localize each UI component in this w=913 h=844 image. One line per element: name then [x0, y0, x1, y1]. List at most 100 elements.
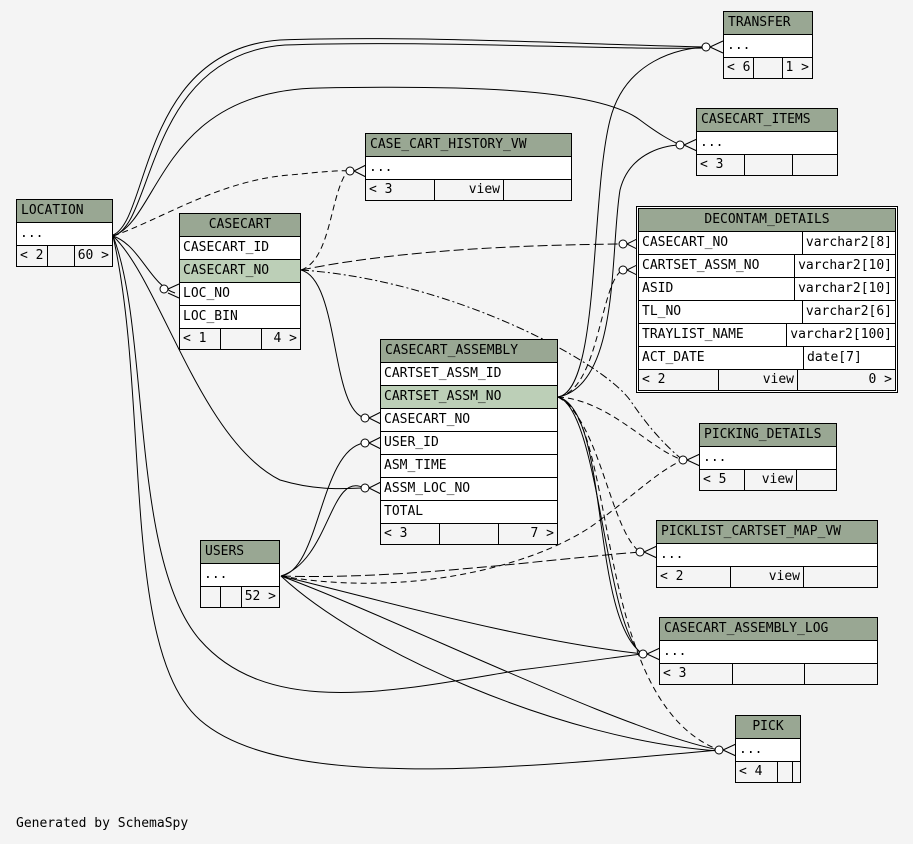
- rel-users-pick: [280, 575, 720, 751]
- parents-count[interactable]: < 3: [381, 524, 440, 544]
- table-picklist-cartset-map-vw[interactable]: PICKLIST_CARTSET_MAP_VW ... < 2 view: [656, 520, 878, 588]
- rel-assembly-log: [557, 396, 644, 655]
- table-transfer[interactable]: TRANSFER ... < 6 1 >: [723, 11, 813, 79]
- table-header[interactable]: CASECART_ITEMS: [697, 109, 837, 132]
- rel-assembly-picking: [557, 396, 684, 461]
- parents-count[interactable]: < 4: [736, 762, 778, 782]
- columns-ellipsis: ...: [724, 35, 812, 58]
- column-casecart-id: CASECART_ID: [180, 237, 300, 260]
- parents-count[interactable]: < 3: [366, 180, 435, 200]
- column-loc-bin: LOC_BIN: [180, 306, 300, 329]
- column-user-id: USER_ID: [381, 432, 557, 455]
- children-count[interactable]: 7 >: [530, 526, 554, 541]
- empty-cell: [201, 587, 222, 607]
- rel-casecart-history: [300, 170, 352, 271]
- children-count[interactable]: 60 >: [77, 248, 109, 263]
- table-header[interactable]: CASE_CART_HISTORY_VW: [366, 134, 571, 157]
- table-casecart-items[interactable]: CASECART_ITEMS ... < 3: [696, 108, 838, 176]
- column-type: varchar2[8]: [805, 235, 892, 250]
- table-footer: < 3 view: [366, 180, 571, 200]
- rel-location-history: [112, 170, 351, 237]
- table-header[interactable]: LOCATION: [17, 200, 112, 223]
- column-name: CARTSET_ASSM_NO: [639, 255, 796, 277]
- table-casecart-assembly-log[interactable]: CASECART_ASSEMBLY_LOG ... < 3: [659, 617, 878, 685]
- table-casecart[interactable]: CASECART CASECART_ID CASECART_NO LOC_NO …: [179, 213, 301, 350]
- column-loc-no: LOC_NO: [180, 283, 300, 306]
- column-type: varchar2[10]: [798, 281, 892, 296]
- columns-ellipsis: ...: [736, 739, 800, 762]
- table-footer: < 2 view: [657, 567, 877, 587]
- table-header[interactable]: PICKING_DETAILS: [700, 424, 836, 447]
- rel-location-casecart-items: [112, 86, 681, 237]
- children-count[interactable]: 1 >: [785, 60, 809, 75]
- parents-count[interactable]: < 3: [660, 664, 733, 684]
- table-header[interactable]: USERS: [201, 541, 279, 564]
- table-case-cart-history-vw[interactable]: CASE_CART_HISTORY_VW ... < 3 view: [365, 133, 572, 201]
- rel-users-assembly: [280, 485, 365, 577]
- parents-count[interactable]: < 3: [697, 155, 745, 175]
- table-header[interactable]: TRANSFER: [724, 12, 812, 35]
- table-header[interactable]: PICK: [736, 716, 800, 739]
- empty-cell: [745, 155, 793, 175]
- rel-location-transfer: [112, 38, 707, 236]
- generated-by-note: Generated by SchemaSpy: [16, 816, 189, 831]
- rel-location-transfer-2: [112, 43, 707, 237]
- empty-cell: [754, 58, 783, 78]
- empty-cell: [797, 470, 836, 490]
- column-cartset-assm-no: CARTSET_ASSM_NO: [381, 386, 557, 409]
- rel-assembly-log-2: [557, 396, 644, 656]
- children-count[interactable]: 0 >: [868, 372, 892, 387]
- columns-ellipsis: ...: [201, 564, 279, 587]
- parents-count[interactable]: < 5: [700, 470, 745, 490]
- columns-ellipsis: ...: [697, 132, 837, 155]
- rel-assembly-pick: [557, 396, 720, 751]
- table-footer: < 1 4 >: [180, 329, 300, 349]
- table-footer: < 3 7 >: [381, 524, 557, 544]
- table-picking-details[interactable]: PICKING_DETAILS ... < 5 view: [699, 423, 837, 491]
- table-pick[interactable]: PICK ... < 4: [735, 715, 801, 783]
- table-header[interactable]: CASECART: [180, 214, 300, 237]
- table-footer: < 3: [697, 155, 837, 175]
- rel-assembly-picklist: [557, 396, 641, 553]
- column-total: TOTAL: [381, 501, 557, 524]
- rel-location-pick: [112, 235, 720, 770]
- columns-ellipsis: ...: [366, 157, 571, 180]
- empty-cell: [221, 587, 242, 607]
- parents-count[interactable]: < 2: [657, 567, 731, 587]
- table-header[interactable]: PICKLIST_CARTSET_MAP_VW: [657, 521, 877, 544]
- table-footer: 52 >: [201, 587, 279, 607]
- table-users[interactable]: USERS ... 52 >: [200, 540, 280, 608]
- empty-cell: [733, 664, 805, 684]
- table-location[interactable]: LOCATION ... < 2 60 >: [16, 199, 113, 267]
- parents-count[interactable]: < 2: [639, 370, 719, 390]
- column-type: varchar2[100]: [790, 327, 892, 342]
- rel-casecart-decontam: [300, 243, 624, 271]
- columns-ellipsis: ...: [17, 223, 112, 246]
- table-footer: < 2 60 >: [17, 246, 112, 266]
- parents-count[interactable]: < 1: [180, 329, 221, 349]
- rel-users-log: [280, 575, 644, 655]
- table-footer: < 4: [736, 762, 800, 782]
- parents-count[interactable]: < 6: [724, 58, 754, 78]
- empty-cell: [804, 567, 877, 587]
- children-count[interactable]: 4 >: [273, 331, 297, 346]
- rel-users-userid: [280, 442, 365, 577]
- table-type: view: [719, 370, 798, 390]
- table-header[interactable]: DECONTAM_DETAILS: [639, 209, 895, 232]
- rel-users-pick-2: [280, 575, 720, 752]
- columns-ellipsis: ...: [657, 544, 877, 567]
- rel-users-picking: [280, 459, 684, 584]
- table-header[interactable]: CASECART_ASSEMBLY_LOG: [660, 618, 877, 641]
- column-name: CASECART_NO: [639, 232, 803, 254]
- children-count[interactable]: 52 >: [244, 589, 276, 604]
- table-header[interactable]: CASECART_ASSEMBLY: [381, 340, 557, 363]
- table-casecart-assembly[interactable]: CASECART_ASSEMBLY CARTSET_ASSM_ID CARTSE…: [380, 339, 558, 545]
- rel-users-picklist: [280, 551, 641, 578]
- parents-count[interactable]: < 2: [17, 246, 49, 266]
